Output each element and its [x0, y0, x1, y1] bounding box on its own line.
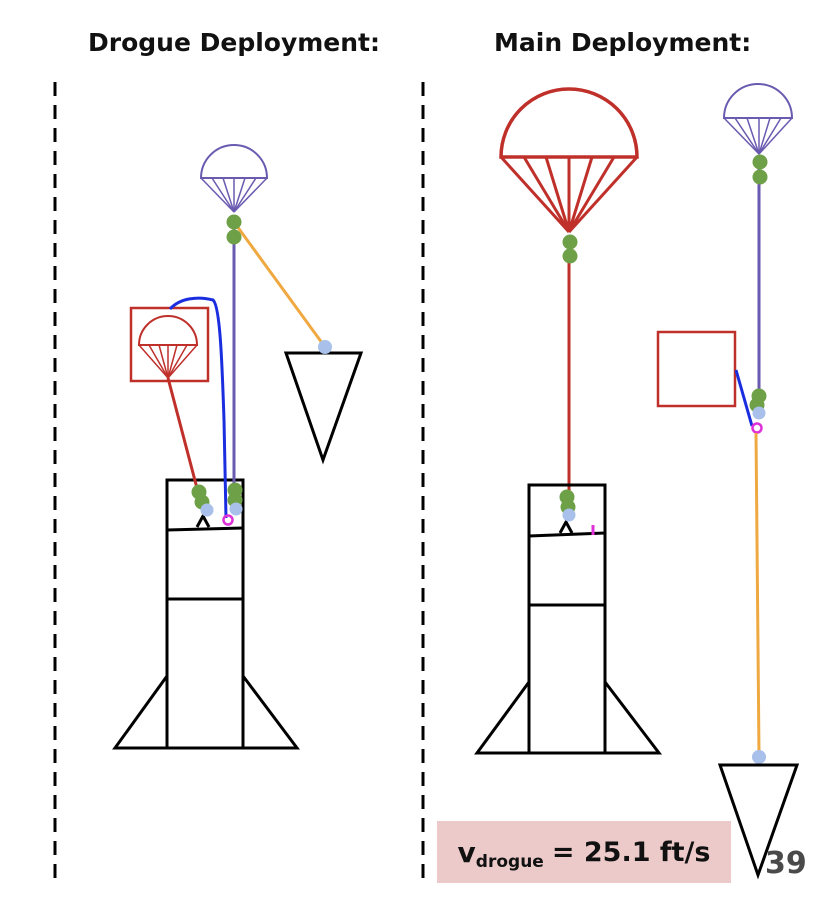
packed-main-chute — [129, 306, 210, 493]
nose-cone-shock-cord — [232, 221, 327, 348]
main-scene-nose-cone-cord — [754, 432, 761, 756]
drogue-quick-link-2 — [226, 229, 242, 245]
main-scene-nose-cone — [717, 763, 800, 880]
main-scene-drogue-link-1 — [752, 154, 768, 170]
main-scene-rocket-swivel — [562, 508, 576, 522]
main-deployment-scene — [474, 83, 800, 880]
page-number: 39 — [765, 846, 807, 881]
main-scene-eyebolt-icon — [751, 422, 763, 434]
velocity-symbol: v — [457, 835, 476, 869]
bag-blue-cord — [734, 369, 754, 427]
main-deployment-title: Main Deployment: — [494, 28, 752, 57]
blue-shock-cord — [168, 296, 228, 519]
drogue-deployment-title: Drogue Deployment: — [88, 28, 381, 57]
main-scene-lower-swivel — [752, 406, 766, 420]
drogue-swivel — [229, 502, 243, 516]
eyebolt-icon — [222, 514, 234, 526]
velocity-subscript: drogue — [475, 852, 544, 872]
drogue-deployment-scene — [112, 144, 364, 750]
drogue-scene-nose-cone — [283, 351, 364, 465]
empty-deployment-bag — [656, 330, 737, 408]
main-scene-nose-cone-swivel — [752, 750, 766, 764]
main-scene-rocket-body — [474, 483, 663, 755]
drogue-chute-deployed — [199, 144, 269, 497]
main-scene-drogue-chute — [722, 83, 794, 397]
main-swivel — [200, 503, 214, 517]
main-chute-deployed — [499, 87, 639, 496]
main-scene-quick-link-2 — [562, 248, 578, 264]
drogue-scene-rocket-body — [112, 478, 300, 750]
nose-cone-swivel — [318, 340, 332, 354]
velocity-value: = 25.1 ft/s — [551, 836, 711, 868]
main-scene-drogue-link-2 — [752, 169, 768, 185]
drogue-quick-link-1 — [226, 214, 242, 230]
main-scene-quick-link-1 — [562, 234, 578, 250]
